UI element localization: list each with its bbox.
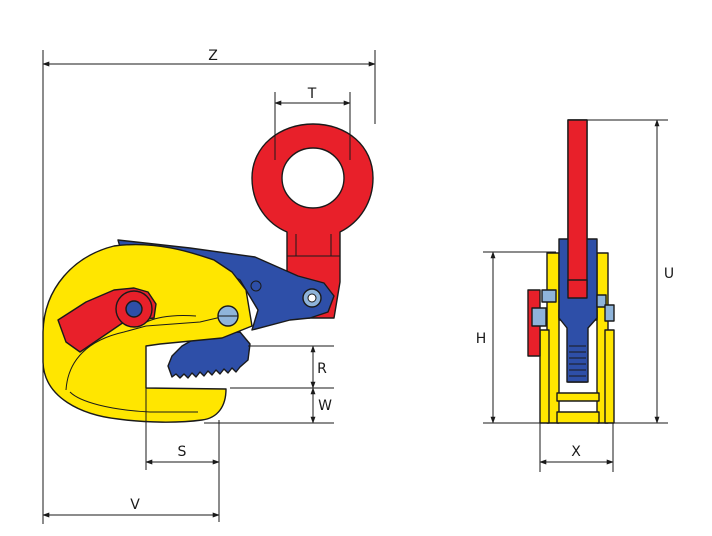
dim-label-x: X [571, 444, 581, 460]
dim-label-z: Z [208, 48, 218, 64]
shackle-pin [302, 288, 322, 308]
dim-label-r: R [317, 361, 327, 377]
dim-label-w: W [318, 398, 332, 414]
dim-label-t: T [307, 86, 317, 102]
front-pivot-bolt [531, 307, 547, 327]
front-view [527, 119, 615, 424]
dim-label-h: H [476, 331, 487, 347]
dim-label-u: U [664, 266, 674, 282]
lifting-eye-shackle [251, 123, 374, 319]
side-view [42, 123, 374, 423]
lever-rivet [250, 280, 262, 292]
dim-label-v: V [130, 497, 140, 513]
front-teeth [569, 345, 586, 377]
body-inner-line [65, 313, 235, 413]
side-view-dimensions: Z T R W S V [42, 48, 376, 524]
clamp-body [42, 243, 253, 423]
dim-label-s: S [178, 444, 187, 460]
front-bottom-crossbar [556, 392, 600, 402]
handle-pivot-pin [115, 290, 153, 328]
front-view-dimensions: U H X [476, 119, 674, 472]
body-pin [217, 305, 239, 327]
